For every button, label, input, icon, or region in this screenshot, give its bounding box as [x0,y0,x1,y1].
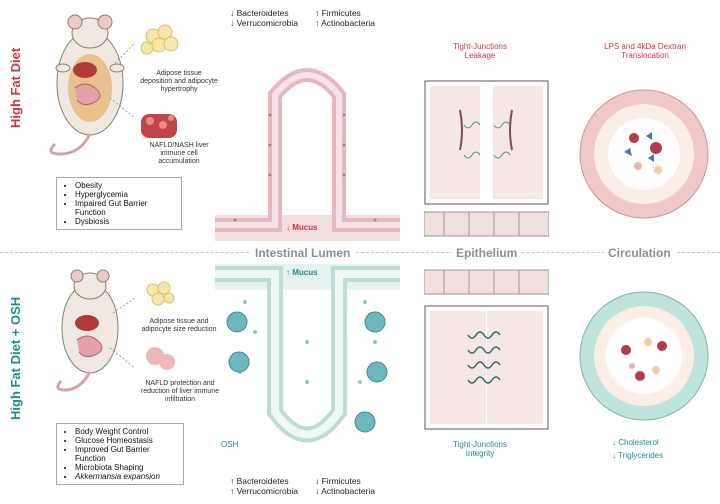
tight-junction-intact [424,305,549,430]
bullet-item: Dysbiosis [75,217,175,226]
adipose-caption-top: Adipose tissue deposition and adipocyte … [140,70,218,93]
villus-bottom [215,264,400,443]
liver-cells-icon [141,114,177,138]
liver-caption-top: NAFLD/NASH liver immune cell accumulatio… [149,142,209,165]
tj-caption-top: Tight-Junctions Leakage [453,42,507,60]
row-label-top: High Fat Diet [8,47,23,128]
bacteria-top-right: ↑ Firmicutes↑ Actinobacteria [315,8,376,28]
mucus-top: ↓ Mucus [286,223,318,232]
mouse-osh-illustration [56,269,175,392]
epithelium-strip-top [424,211,549,237]
mucus-bottom: ↑ Mucus [286,268,318,277]
header-circulation: Circulation [604,246,675,260]
liver-caption-bottom: NAFLD protection and reduction of liver … [140,380,220,403]
tight-junction-leak [424,80,549,205]
cholesterol-label: ↓ Cholesterol [612,438,659,447]
vessel-bottom [579,291,709,421]
villus-top [215,68,400,241]
bullets-bottom: Body Weight Control Glucose Homeostasis … [56,423,184,485]
triglycerides-label: ↓ Triglycerides [612,451,664,460]
row-label-bottom: High Fat Diet + OSH [8,296,23,420]
bullet-item: Body Weight Control [75,427,177,436]
bacteria-bottom-left: ↑ Bacteroidetes↑ Verrucomicrobia [230,476,299,496]
bullet-item: Akkermansia expansion [75,472,177,481]
bullet-item: Improved Gut Barrier Function [75,445,177,463]
adipocyte-cluster-icon [146,281,175,306]
vessel-top [579,89,709,219]
osh-label: OSH [221,440,239,449]
bullet-item: Hyperglycemia [75,190,175,199]
liver-cells-icon [146,347,175,370]
header-epithelium: Epithelium [452,246,522,260]
bacteria-bottom-right: ↓ Firmicutes↓ Actinobacteria [315,476,376,496]
mouse-hfd-illustration [49,14,179,156]
epithelium-strip-bottom [424,269,549,295]
bullet-item: Obesity [75,181,175,190]
bacteria-top-left: ↓ Bacteroidetes↓ Verrucomicrobia [230,8,299,28]
adipose-caption-bottom: Adipose tissue and adipocyte size reduct… [141,318,217,333]
circ-caption-top: LPS and 4kDa Dextran Translocation [604,42,686,60]
tj-caption-bottom: Tight-Junctions Integrity [453,440,507,458]
section-divider [0,252,720,253]
header-lumen: Intestinal Lumen [251,246,355,260]
bullet-item: Microbiota Shaping [75,463,177,472]
adipocyte-cluster-icon [140,24,179,55]
circ-caption-bottom: ↓ Cholesterol ↓ Triglycerides [612,436,663,462]
bullets-top: Obesity Hyperglycemia Impaired Gut Barri… [56,177,182,230]
bullet-item: Impaired Gut Barrier Function [75,199,175,217]
bullet-item: Glucose Homeostasis [75,436,177,445]
